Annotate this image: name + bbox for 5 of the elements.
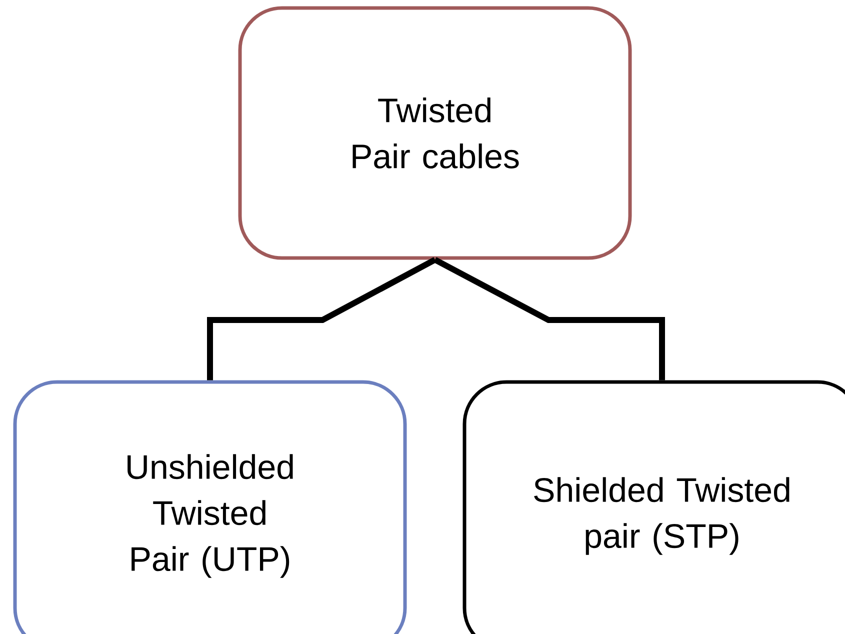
connector-line	[207, 257, 436, 380]
connector-line	[434, 257, 665, 380]
process-box: Unshielded Twisted Pair (UTP)	[13, 380, 407, 634]
process-box: Twisted Pair cables	[238, 6, 632, 260]
process-box: Shielded Twisted pair (STP)	[462, 380, 845, 634]
